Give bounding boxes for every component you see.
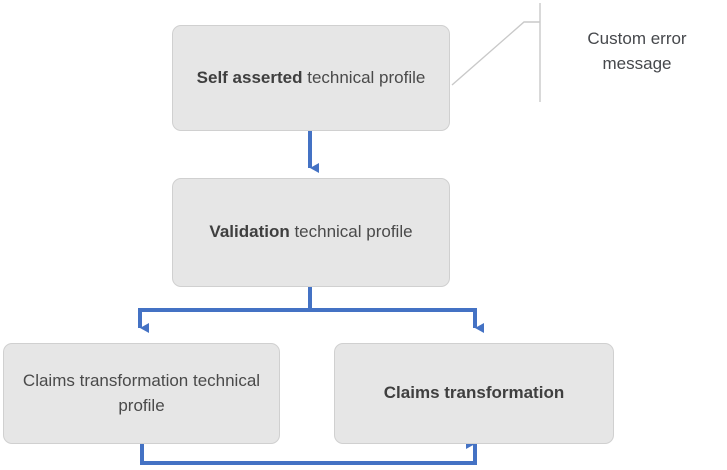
node-label: Claims transformation: [349, 381, 599, 406]
connector-claims-profile-to-claims-transformation: [140, 439, 477, 465]
node-label: Self asserted technical profile: [187, 66, 435, 91]
connector-validation-branch: [138, 287, 484, 333]
node-label-rest: technical profile: [289, 222, 413, 242]
node-label: Validation technical profile: [187, 220, 435, 245]
node-self-asserted-technical-profile[interactable]: Self asserted technical profile: [172, 25, 450, 131]
node-label-rest: Claims transformation technical profile: [22, 370, 261, 415]
node-label-emphasis: Validation: [209, 222, 290, 242]
node-validation-technical-profile[interactable]: Validation technical profile: [172, 178, 450, 287]
node-label: Claims transformation technical profile: [18, 369, 265, 418]
node-label-rest: technical profile: [302, 67, 426, 87]
node-claims-transformation[interactable]: Claims transformation: [334, 343, 614, 444]
node-claims-transformation-technical-profile[interactable]: Claims transformation technical profile: [3, 343, 280, 444]
node-label-emphasis: Claims transformation: [383, 383, 565, 403]
annotation-custom-error-message: Custom error message: [587, 29, 687, 73]
annotation-leader-line: [451, 3, 541, 102]
node-label-emphasis: Self asserted: [196, 67, 303, 87]
